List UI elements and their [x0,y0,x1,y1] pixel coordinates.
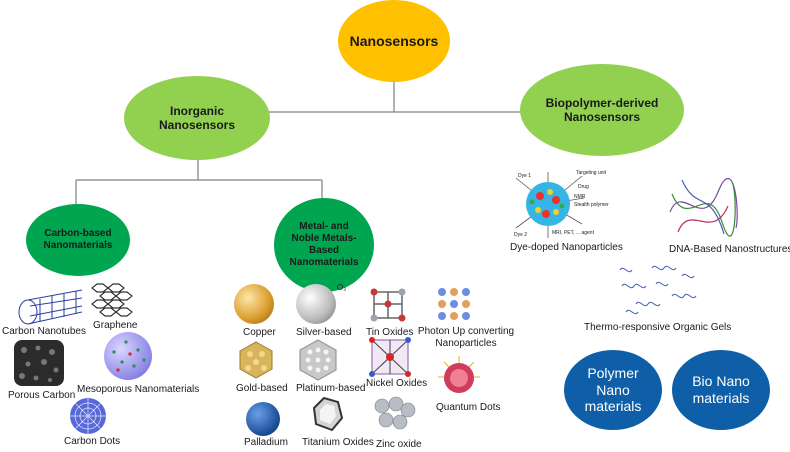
label-tin-oxides: Tin Oxides [366,327,414,338]
group-node-carbon: Carbon-based Nanomaterials [26,204,130,276]
copper-image [234,284,274,324]
dye-annotation-stealth: Stealth polymer [574,202,609,208]
label-quantum-dots: Quantum Dots [436,402,501,413]
circle-label-polymer: Polymer Nano materials [584,364,642,415]
root-node-nanosensors: Nanosensors [338,0,450,82]
dye-annotation-drug: Drug [578,184,589,190]
label-platinum-based: Platinum-based [296,383,366,394]
label-palladium: Palladium [244,437,288,448]
dye-annotation-nmr: NMR [574,194,586,200]
root-label: Nanosensors [349,32,439,49]
upconverting-nanoparticle-image [438,288,470,320]
label-photon-upconverting: Photon Up converting Nanoparticles [417,326,515,349]
dye-doped-nanoparticle-image: Dye 1 Targeting unit Drug Dye 2 NMR Stea… [514,170,609,238]
circle-label-bio: Bio Nano materials [692,373,750,406]
label-carbon-nanotubes: Carbon Nanotubes [2,326,86,337]
porous-carbon-image [14,340,64,386]
silver-image [296,284,336,324]
label-dna-based: DNA-Based Nanostructures [669,244,790,255]
nickel-oxide-image [369,337,411,377]
label-thermo-responsive: Thermo-responsive Organic Gels [584,322,732,333]
branch-label-biopolymer: Biopolymer-derived Nanosensors [545,95,659,124]
label-graphene: Graphene [93,320,138,331]
label-dye-doped: Dye-doped Nanoparticles [510,242,623,253]
titanium-oxide-image [312,396,344,432]
label-zinc-oxide: Zinc oxide [376,439,422,450]
label-titanium-oxides: Titanium Oxides [302,437,374,448]
label-silver-based: Silver-based [296,327,352,338]
branch-node-biopolymer: Biopolymer-derived Nanosensors [520,64,684,156]
zinc-oxide-image [374,396,416,430]
branch-label-inorganic: Inorganic Nanosensors [158,103,236,132]
group-label-metal: Metal- and Noble Metals-Based Nanomateri… [289,221,359,268]
label-copper: Copper [243,327,276,338]
label-mesoporous-nanomaterials: Mesoporous Nanomaterials [77,384,200,395]
circle-polymer-nano: Polymer Nano materials [564,350,662,430]
graphene-image [91,283,133,317]
dye-annotation-targeting: Targeting unit [576,170,607,176]
gold-image [239,341,273,379]
carbon-nanotube-image [18,289,83,325]
circle-bio-nano: Bio Nano materials [672,350,770,430]
carbon-dot-image [70,398,106,434]
platinum-image [299,339,337,381]
palladium-image [246,402,280,436]
dna-nanostructure-image [669,178,738,237]
label-gold-based: Gold-based [236,383,288,394]
label-porous-carbon: Porous Carbon [8,390,76,401]
dye-annotation-agent: MRI, PET, ... agent [552,230,595,236]
dye-annotation-dye1: Dye 1 [518,173,531,179]
label-nickel-oxides: Nickel Oxides [366,378,428,389]
mesoporous-nanomaterial-image [104,332,152,380]
group-label-carbon: Carbon-based Nanomaterials [43,228,113,251]
label-carbon-dots: Carbon Dots [64,436,121,447]
quantum-dot-image [438,356,480,393]
group-node-metal: Metal- and Noble Metals-Based Nanomateri… [274,198,374,292]
thermo-responsive-gel-image [619,265,697,315]
branch-node-inorganic: Inorganic Nanosensors [124,76,270,160]
label-silver-annotation: O₂ [337,283,347,292]
tin-oxide-image [370,288,406,322]
dye-annotation-dye2: Dye 2 [514,232,527,238]
